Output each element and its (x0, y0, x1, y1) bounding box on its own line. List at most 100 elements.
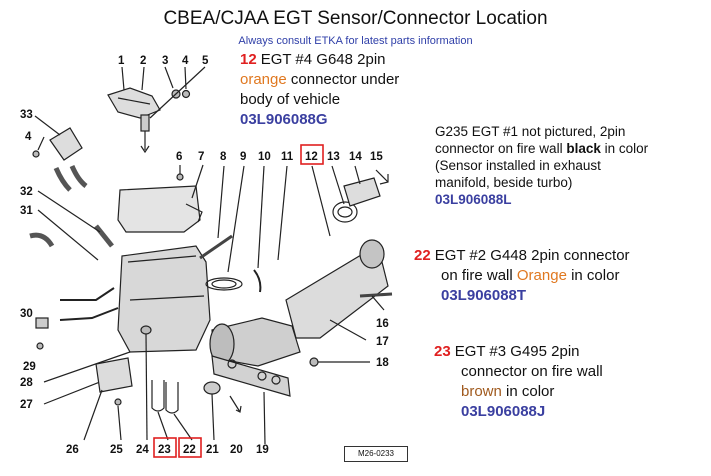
note-egt2-desc: EGT #2 G448 2pin connector (434, 247, 630, 264)
nut-6 (176, 173, 184, 181)
note-egt1-line1: G235 EGT #1 not pictured, 2pin (435, 124, 626, 139)
note-egt2-part-number: 03L906088T (441, 287, 527, 304)
note-egt4-line3: body of vehicle (240, 91, 341, 108)
note-egt1-line2-pre: connector on fire wall (435, 141, 567, 156)
callout-5: 5 (202, 55, 209, 67)
note-egt1-black: black (566, 141, 601, 156)
callout-26: 26 (66, 444, 79, 456)
callout-1: 1 (118, 55, 125, 67)
callout-21: 21 (206, 444, 219, 456)
note-egt2-line2-pre: on fire wall (441, 267, 517, 284)
gasket-9 (205, 277, 243, 291)
callout-30: 30 (20, 308, 33, 320)
note-egt4-orange: orange (240, 71, 287, 88)
clamp-22 (165, 382, 179, 414)
callout-2: 2 (140, 55, 146, 67)
bracket-25 (95, 357, 133, 393)
etka-subtitle: Always consult ETKA for latest parts inf… (238, 35, 473, 47)
note-egt1-line3: (Sensor installed in exhaust (435, 158, 601, 173)
gasket-13 (332, 201, 358, 223)
heat-shield-7 (117, 185, 201, 233)
diagram-line-art (29, 66, 393, 445)
callout-32: 32 (20, 186, 33, 198)
callout-15: 15 (370, 151, 383, 163)
callout-25: 25 (110, 444, 123, 456)
callout-24: 24 (136, 444, 149, 456)
callout-10: 10 (258, 151, 271, 163)
note-egt2-line2-post: in color (566, 267, 620, 284)
callout-20: 20 (230, 444, 243, 456)
nut-4-top (181, 89, 191, 99)
highlight-box-23 (153, 437, 177, 458)
note-egt3-line3-post: in color (501, 383, 555, 400)
callout-4-left: 4 (25, 131, 32, 143)
note-egt3-line2: connector on fire wall (461, 363, 603, 380)
note-egt1-part-number: 03L906088L (435, 192, 512, 207)
catalytic-manifold-body (117, 245, 211, 353)
note-egt4-part-number: 03L906088G (240, 111, 328, 128)
note-egt1-line4: manifold, beside turbo) (435, 175, 573, 190)
callout-27: 27 (20, 399, 33, 411)
callout-6: 6 (176, 151, 182, 163)
callout-14: 14 (349, 151, 362, 163)
note-egt3-line3: brown in color (434, 382, 684, 402)
callout-8: 8 (220, 151, 227, 163)
highlight-box-12 (300, 144, 324, 165)
callout-18: 18 (376, 357, 389, 369)
page-title: CBEA/CJAA EGT Sensor/Connector Location (163, 8, 548, 29)
callout-numbers: 1 2 3 4 5 6 7 8 9 10 11 12 13 14 15 33 4… (20, 55, 389, 456)
fitting-24 (140, 325, 152, 335)
note-egt4-desc: EGT #4 G648 2pin (260, 51, 386, 68)
callout-22: 22 (183, 444, 196, 456)
callout-29: 29 (23, 361, 36, 373)
callout-7: 7 (198, 151, 204, 163)
note-egt1-line2: connector on fire wall black in color (435, 140, 705, 157)
note-egt3-brown: brown (461, 383, 502, 400)
bolt-21 (203, 381, 221, 395)
note-egt3-desc: EGT #3 G495 2pin (454, 343, 580, 360)
bolt-4-left (32, 150, 40, 158)
converter-outlet (359, 239, 385, 269)
note-egt4-number: 12 (240, 51, 257, 68)
bolt-29 (36, 342, 44, 350)
egt-sensor-16 (359, 292, 393, 298)
bracket-33 (49, 127, 83, 161)
flange-plate-19 (211, 355, 291, 397)
note-egt3-number: 23 (434, 343, 451, 360)
highlight-box-22 (178, 437, 202, 458)
bracket-top (107, 87, 161, 119)
callout-31: 31 (20, 205, 33, 217)
callout-33: 33 (20, 109, 33, 121)
note-egt2-line2: on fire wall Orange in color (414, 266, 704, 286)
callout-23: 23 (158, 444, 171, 456)
nut-18 (309, 357, 319, 367)
callout-9: 9 (240, 151, 246, 163)
callout-17: 17 (376, 336, 389, 348)
callout-11: 11 (281, 151, 294, 163)
flange-14 (343, 177, 381, 207)
callout-4-top: 4 (182, 55, 189, 67)
clamp-23 (151, 380, 165, 412)
callout-12: 12 (305, 151, 318, 163)
note-egt2-number: 22 (414, 247, 431, 264)
callout-3: 3 (162, 55, 168, 67)
callout-19: 19 (256, 444, 269, 456)
note-egt1: G235 EGT #1 not pictured, 2pin connector… (435, 123, 705, 208)
note-egt2-orange: Orange (516, 267, 567, 284)
callout-28: 28 (20, 377, 33, 389)
egt-sensor-8 (199, 234, 233, 260)
note-egt4-line2-rest: connector under (286, 71, 400, 88)
callout-16: 16 (376, 318, 389, 330)
note-egt1-line2-post: in color (600, 141, 649, 156)
note-egt3-part-number: 03L906088J (461, 403, 546, 420)
callout-13: 13 (327, 151, 340, 163)
clip-30 (35, 317, 49, 329)
stud-5 (140, 114, 150, 132)
note-egt4-line2: orange connector under (240, 70, 470, 90)
